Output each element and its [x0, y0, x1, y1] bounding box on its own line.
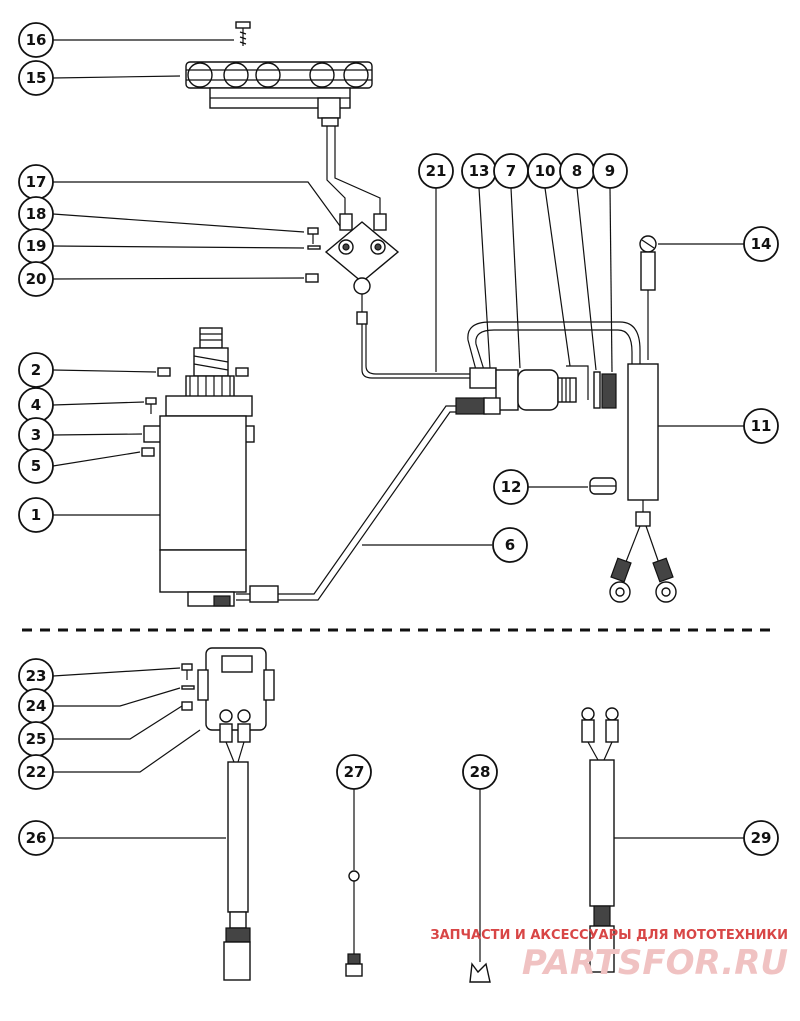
callout-25-label: 25 — [26, 730, 47, 748]
callout-6-label: 6 — [505, 536, 515, 554]
washer-19 — [307, 245, 321, 250]
callout-28-label: 28 — [470, 763, 491, 781]
callout-16: 16 — [18, 22, 54, 58]
callout-29-label: 29 — [751, 829, 772, 847]
callout-25: 25 — [18, 721, 54, 757]
wire-harness-upper — [321, 117, 381, 220]
callout-2: 2 — [18, 352, 54, 388]
callout-26-label: 26 — [26, 829, 47, 847]
watermark: ЗАПЧАСТИ И АКСЕССУАРЫ ДЛЯ МОТОТЕХНИКИ PA… — [430, 928, 788, 983]
callout-21-label: 21 — [426, 162, 447, 180]
callout-24: 24 — [18, 688, 54, 724]
wire-21 — [361, 324, 470, 379]
callout-13: 13 — [461, 153, 497, 189]
callout-12-label: 12 — [501, 478, 522, 496]
washer-8 — [593, 371, 601, 409]
callout-29: 29 — [743, 820, 779, 856]
watermark-brand: PARTSFOR.RU — [522, 943, 788, 983]
leader-lines — [52, 39, 744, 962]
callout-18-label: 18 — [26, 205, 47, 223]
grommet-12 — [589, 477, 617, 495]
callout-22: 22 — [18, 754, 54, 790]
callout-16-label: 16 — [26, 31, 47, 49]
relay-7 — [469, 367, 577, 411]
callout-26: 26 — [18, 820, 54, 856]
callout-1-label: 1 — [31, 506, 41, 524]
starter-cable-6 — [236, 397, 501, 603]
callout-11: 11 — [743, 408, 779, 444]
callout-14-label: 14 — [751, 235, 772, 253]
callout-7-label: 7 — [506, 162, 516, 180]
callout-14: 14 — [743, 226, 779, 262]
battery-cable-11 — [609, 363, 677, 603]
starter-motor-1 — [143, 327, 255, 607]
module-22 — [197, 647, 275, 763]
nut-20 — [305, 273, 319, 283]
nut-2 — [157, 367, 249, 377]
callout-5: 5 — [18, 448, 54, 484]
callout-27: 27 — [336, 754, 372, 790]
callout-4-label: 4 — [31, 396, 41, 414]
harness-26 — [223, 761, 251, 981]
nut-25 — [181, 701, 193, 711]
callout-3-label: 3 — [31, 426, 41, 444]
callout-2-label: 2 — [31, 361, 41, 379]
callout-6: 6 — [492, 527, 528, 563]
callout-19: 19 — [18, 228, 54, 264]
callout-23-label: 23 — [26, 667, 47, 685]
callout-1: 1 — [18, 497, 54, 533]
callout-19-label: 19 — [26, 237, 47, 255]
callout-27-label: 27 — [344, 763, 365, 781]
callout-8: 8 — [559, 153, 595, 189]
callout-17-label: 17 — [26, 173, 47, 191]
callout-9-label: 9 — [605, 162, 615, 180]
callout-18: 18 — [18, 196, 54, 232]
solenoid-17 — [324, 213, 400, 325]
watermark-tagline: ЗАПЧАСТИ И АКСЕССУАРЫ ДЛЯ МОТОТЕХНИКИ — [430, 928, 788, 943]
callout-10-label: 10 — [535, 162, 556, 180]
terminal-block-15 — [185, 61, 373, 119]
callout-5-label: 5 — [31, 457, 41, 475]
lead-27 — [345, 870, 363, 977]
callout-23: 23 — [18, 658, 54, 694]
callout-20: 20 — [18, 261, 54, 297]
washer-5 — [141, 447, 155, 457]
harness-29 — [581, 707, 619, 973]
callout-15-label: 15 — [26, 69, 47, 87]
callout-3: 3 — [18, 417, 54, 453]
callout-12: 12 — [493, 469, 529, 505]
callout-21: 21 — [418, 153, 454, 189]
callout-9: 9 — [592, 153, 628, 189]
callout-24-label: 24 — [26, 697, 47, 715]
screw-23 — [181, 663, 193, 680]
screw-16 — [235, 21, 251, 46]
clip-14 — [639, 235, 657, 360]
callout-13-label: 13 — [469, 162, 490, 180]
washer-24 — [181, 685, 195, 690]
callout-15: 15 — [18, 60, 54, 96]
callout-17: 17 — [18, 164, 54, 200]
callout-8-label: 8 — [572, 162, 582, 180]
bracket-10 — [566, 365, 589, 400]
callout-20-label: 20 — [26, 270, 47, 288]
loop-cable — [467, 321, 641, 372]
screw-4 — [145, 397, 157, 414]
callout-7: 7 — [493, 153, 529, 189]
boot-28 — [469, 962, 491, 983]
callout-22-label: 22 — [26, 763, 47, 781]
callout-10: 10 — [527, 153, 563, 189]
callout-28: 28 — [462, 754, 498, 790]
callout-11-label: 11 — [751, 417, 772, 435]
callout-4: 4 — [18, 387, 54, 423]
nut-9 — [601, 373, 617, 409]
screw-18 — [307, 227, 319, 244]
